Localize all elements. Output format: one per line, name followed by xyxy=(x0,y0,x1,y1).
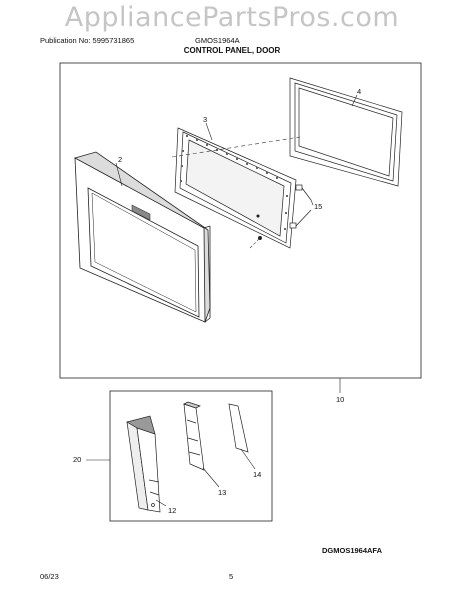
callout-leaders xyxy=(115,94,358,393)
watermark: AppliancePartsPros.com xyxy=(64,2,400,33)
part-14-panel-cover xyxy=(228,403,249,453)
part-3-door-frame xyxy=(174,127,297,249)
callout-12: 12 xyxy=(168,506,176,515)
callout-10: 10 xyxy=(336,395,344,404)
callout-14: 14 xyxy=(253,470,261,479)
part-13-control-board xyxy=(183,401,205,471)
callout-13: 13 xyxy=(218,488,226,497)
model-number: GMOS1964A xyxy=(195,36,240,45)
lower-diagram-frame xyxy=(109,390,273,522)
diagram-code: DGMOS1964AFA xyxy=(322,546,383,555)
part-4-door-choke xyxy=(289,77,403,187)
callout-2: 2 xyxy=(118,155,122,164)
callout-3: 3 xyxy=(203,115,207,124)
assembly-guide-line xyxy=(249,237,261,249)
upper-diagram-frame xyxy=(59,62,422,379)
part-15-latch-hooks xyxy=(256,184,312,240)
callout-20: 20 xyxy=(73,455,81,464)
page-title: CONTROL PANEL, DOOR xyxy=(183,46,281,55)
part-2-outer-door xyxy=(74,151,211,323)
callout-4: 4 xyxy=(357,87,361,96)
assembly-guide-line xyxy=(171,136,301,158)
page-number: 5 xyxy=(229,572,234,581)
part-12-control-panel xyxy=(126,415,161,513)
callout-15: 15 xyxy=(314,202,322,211)
publication-number: Publication No: 5995731865 xyxy=(40,36,135,45)
footer-date: 06/23 xyxy=(40,572,59,581)
